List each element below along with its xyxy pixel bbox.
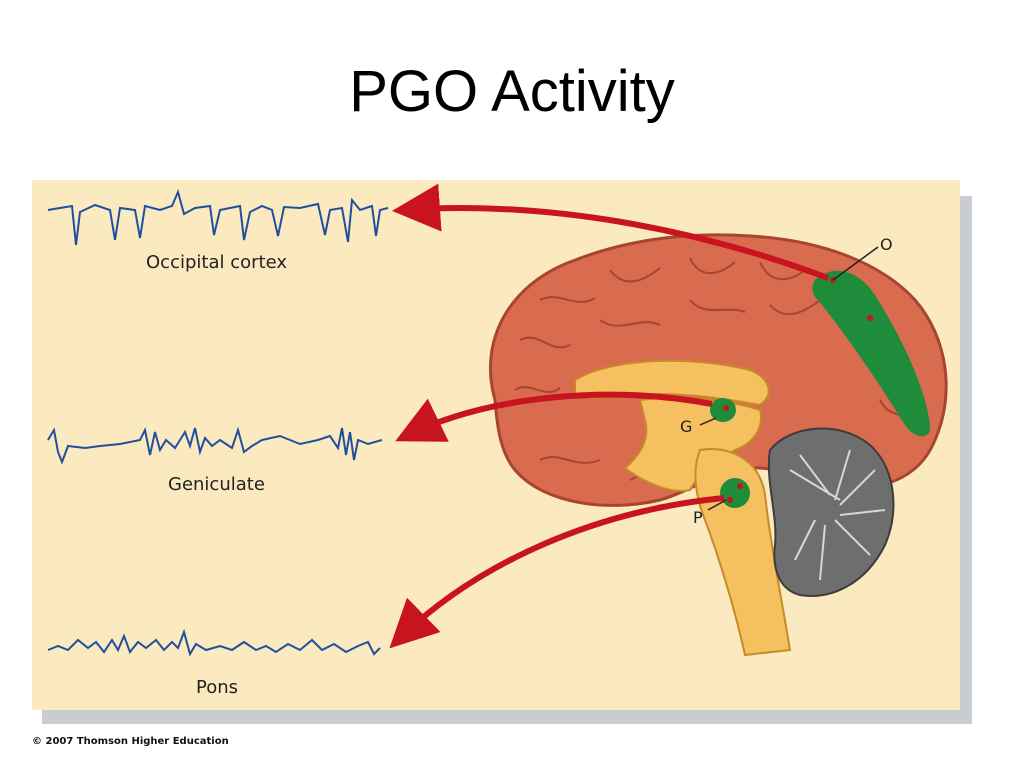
arrow-to-pons-trace — [389, 495, 725, 649]
arrow-to-geniculate-trace — [395, 391, 713, 442]
region-label-g: G — [680, 417, 692, 436]
occipital-activity-region — [812, 270, 931, 437]
occipital-pointer — [832, 246, 879, 281]
copyright-notice: © 2007 Thomson Higher Education — [32, 736, 229, 747]
slide-title: PGO Activity — [349, 59, 675, 124]
cerebellum — [767, 427, 895, 597]
geniculate-pointer — [699, 417, 717, 426]
pons-activity-region — [720, 478, 750, 508]
occipital-marker-2 — [867, 315, 873, 321]
pons-trace — [47, 628, 381, 657]
pons-marker — [737, 483, 743, 489]
pons-pointer — [707, 499, 727, 511]
region-label-o: O — [880, 235, 893, 254]
region-label-p: P — [693, 508, 703, 527]
pons-label: Pons — [196, 677, 239, 698]
occipital-cortex-label: Occipital cortex — [146, 252, 287, 273]
gyri-lines — [514, 257, 916, 481]
geniculate-activity-region — [710, 398, 736, 422]
arrow-to-occipital-trace — [392, 183, 830, 281]
occipital-trace — [47, 188, 389, 246]
geniculate-marker — [723, 405, 729, 411]
geniculate-label: Geniculate — [168, 474, 265, 495]
cerebellum-folia — [789, 449, 886, 581]
pons-marker-2 — [727, 497, 733, 503]
geniculate-trace — [47, 426, 383, 465]
